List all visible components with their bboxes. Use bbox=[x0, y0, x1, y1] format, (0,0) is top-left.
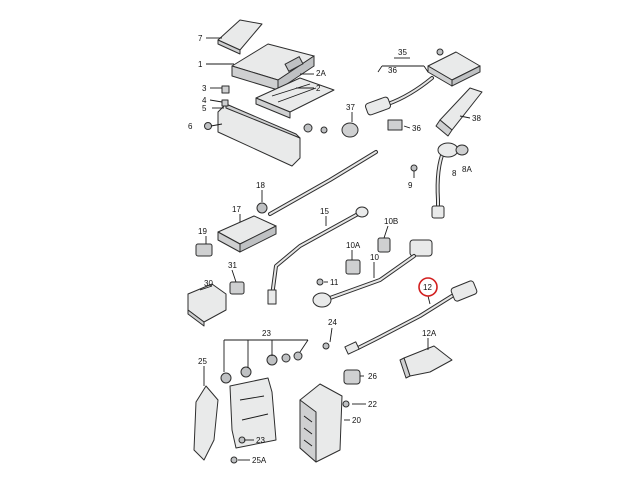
part-26[interactable] bbox=[343, 369, 361, 385]
sensor-10-assembly bbox=[312, 237, 433, 308]
part-25-holder[interactable] bbox=[193, 385, 219, 461]
part-11-bolt[interactable] bbox=[316, 278, 324, 286]
highlight-circle bbox=[418, 277, 438, 297]
part-37-plug[interactable] bbox=[341, 122, 359, 138]
part-25-frame[interactable] bbox=[229, 377, 277, 449]
callout-24: 24 bbox=[328, 318, 337, 327]
callout-2: 2 bbox=[316, 84, 321, 93]
callout-20: 20 bbox=[352, 416, 361, 425]
part-22-bolt[interactable] bbox=[342, 400, 350, 408]
callout-3: 3 bbox=[202, 84, 207, 93]
control-unit-assembly bbox=[204, 19, 335, 167]
callout-8A: 8A bbox=[462, 165, 472, 174]
callout-10A: 10A bbox=[346, 241, 361, 250]
part-24-bolt[interactable] bbox=[322, 342, 330, 350]
callout-11: 11 bbox=[330, 278, 339, 287]
sensor-12-assembly bbox=[344, 280, 478, 379]
callout-25: 25 bbox=[198, 357, 207, 366]
callout-19: 19 bbox=[198, 227, 207, 236]
part-12A-bracket[interactable] bbox=[403, 345, 453, 377]
callout-1: 1 bbox=[198, 60, 203, 69]
callout-30: 30 bbox=[204, 279, 213, 288]
callout-31: 31 bbox=[228, 261, 237, 270]
part-36-clip[interactable] bbox=[387, 119, 403, 131]
callout-6: 6 bbox=[188, 122, 193, 131]
callout-37: 37 bbox=[346, 103, 355, 112]
part-10-sensor[interactable] bbox=[312, 292, 332, 308]
callout-7: 7 bbox=[198, 34, 203, 43]
callout-38: 38 bbox=[472, 114, 481, 123]
callout-12A: 12A bbox=[422, 329, 437, 338]
callout-23-bottom: 23 bbox=[256, 436, 265, 445]
callout-26: 26 bbox=[368, 372, 377, 381]
part-19-connector[interactable] bbox=[195, 243, 213, 257]
sensor-8-plug bbox=[431, 205, 445, 219]
part-3[interactable] bbox=[221, 85, 230, 94]
callout-5: 5 bbox=[202, 104, 207, 113]
callout-leaders bbox=[199, 37, 471, 461]
part-6-bolt[interactable] bbox=[204, 122, 212, 130]
callout-23-top: 23 bbox=[262, 329, 271, 338]
callout-25A: 25A bbox=[252, 456, 267, 465]
part-9-bolt[interactable] bbox=[410, 164, 418, 172]
callout-2A: 2A bbox=[316, 69, 326, 78]
bottom-assembly bbox=[193, 342, 361, 464]
callout-18: 18 bbox=[256, 181, 265, 190]
callout-10: 10 bbox=[370, 253, 379, 262]
part-8A-ring[interactable] bbox=[455, 144, 469, 156]
part-10A-clip[interactable] bbox=[345, 259, 361, 275]
callout-10B: 10B bbox=[384, 217, 398, 226]
part-12-connector[interactable] bbox=[450, 280, 478, 302]
part-4[interactable] bbox=[221, 99, 229, 107]
callout-36: 36 bbox=[412, 124, 421, 133]
sensor-assembly bbox=[341, 48, 483, 219]
part-10-connector[interactable] bbox=[409, 239, 433, 257]
sensor-15-assembly bbox=[256, 150, 378, 305]
part-38-bracket[interactable] bbox=[439, 87, 483, 131]
callout-9: 9 bbox=[408, 181, 413, 190]
part-31-connector[interactable] bbox=[229, 281, 245, 295]
callout-4: 4 bbox=[202, 96, 207, 105]
callout-12: 12 bbox=[423, 283, 432, 292]
part-8-sensor[interactable] bbox=[437, 142, 459, 158]
part-15-sensor-tip[interactable] bbox=[267, 289, 277, 305]
callout-8: 8 bbox=[452, 169, 457, 178]
part-25A-bolt[interactable] bbox=[230, 456, 238, 464]
callout-17: 17 bbox=[232, 205, 241, 214]
part-10B-clip[interactable] bbox=[377, 237, 391, 253]
callout-22: 22 bbox=[368, 400, 377, 409]
callout-35: 35 bbox=[398, 48, 407, 57]
callout-36-top: 36 bbox=[388, 66, 397, 75]
connector-plug bbox=[284, 56, 304, 72]
left-middle-parts bbox=[187, 215, 277, 327]
callout-15: 15 bbox=[320, 207, 329, 216]
part-37-connector[interactable] bbox=[365, 96, 392, 116]
part-18-nut[interactable] bbox=[256, 202, 268, 214]
callout-labels: 7 1 2A 2 3 4 5 6 35 36 37 36 38 9 8 8A 1… bbox=[188, 34, 481, 465]
part-12-sensor-tip[interactable] bbox=[344, 341, 360, 355]
